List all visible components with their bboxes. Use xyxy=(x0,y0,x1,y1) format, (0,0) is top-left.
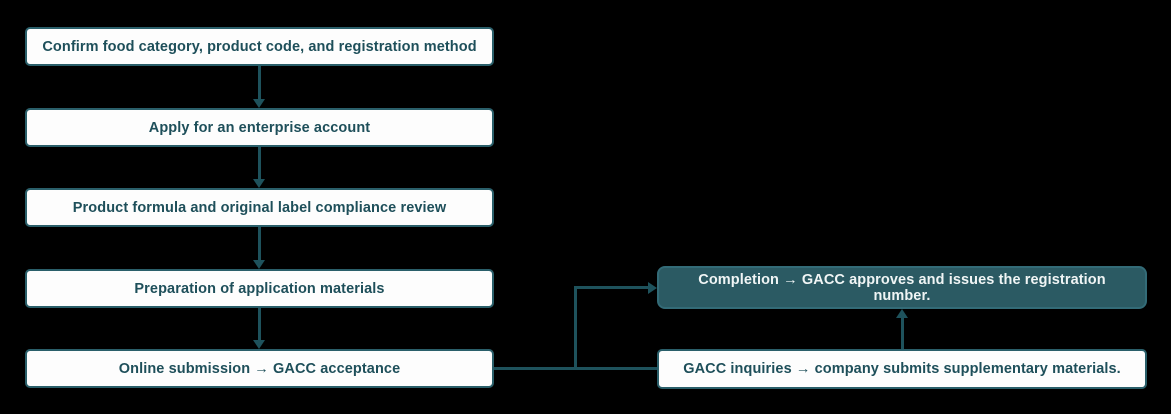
node-step-3: Product formula and original label compl… xyxy=(25,188,494,227)
edge-step-5-completion-vertical xyxy=(574,287,577,370)
node-step-4: Preparation of application materials xyxy=(25,269,494,308)
node-step-2-label: Apply for an enterprise account xyxy=(148,119,371,136)
node-step-5: Online submission → GACC acceptance xyxy=(25,349,494,388)
node-step-2: Apply for an enterprise account xyxy=(25,108,494,147)
node-gacc-inquiries: GACC inquiries → company submits supplem… xyxy=(657,349,1147,389)
arrowhead-down-icon xyxy=(253,179,265,188)
edge-gacc-inquiries-completion xyxy=(901,318,904,349)
edge-step-4-step-5 xyxy=(258,308,261,340)
node-step-1-label: Confirm food category, product code, and… xyxy=(42,38,477,55)
edge-step-3-step-4 xyxy=(258,227,261,260)
node-completion: Completion → GACC approves and issues th… xyxy=(657,266,1147,309)
node-step-1: Confirm food category, product code, and… xyxy=(25,27,494,66)
node-step-5-label: Online submission → GACC acceptance xyxy=(118,360,401,377)
arrowhead-down-icon xyxy=(253,99,265,108)
edge-step-1-step-2 xyxy=(258,66,261,99)
node-completion-label: Completion → GACC approves and issues th… xyxy=(698,271,1106,304)
arrowhead-down-icon xyxy=(253,260,265,269)
node-step-3-label: Product formula and original label compl… xyxy=(72,199,447,216)
node-step-4-label: Preparation of application materials xyxy=(134,280,385,297)
edge-step-5-completion-horizontal xyxy=(574,286,648,289)
arrowhead-right-icon xyxy=(648,282,657,294)
arrowhead-down-icon xyxy=(253,340,265,349)
node-gacc-inquiries-label: GACC inquiries → company submits supplem… xyxy=(683,361,1121,377)
arrowhead-up-icon xyxy=(896,309,908,318)
edge-step-2-step-3 xyxy=(258,147,261,179)
